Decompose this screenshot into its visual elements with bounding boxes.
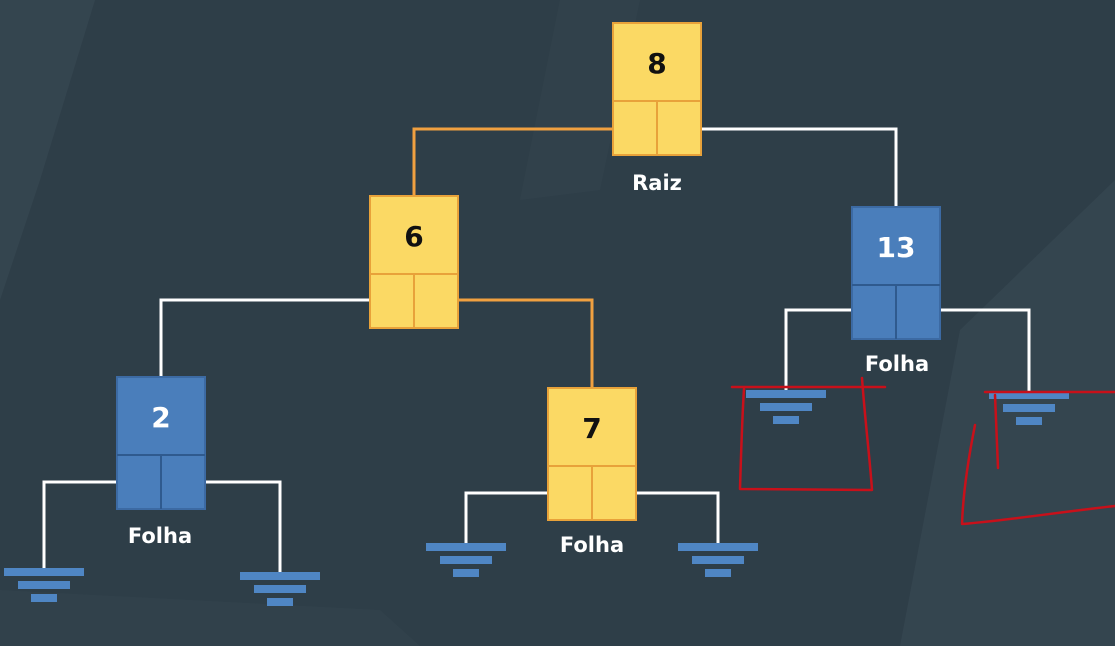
null-children [4,308,1069,606]
tree-node-6: 6 [369,195,459,329]
ground-bar-3 [1016,417,1042,425]
edge-n8-n6 [412,127,613,196]
ground-bar-1 [746,390,826,398]
node-value: 8 [647,47,666,80]
ground-bar-3 [453,569,479,577]
null-link-n2-left [42,480,117,568]
ground-bar-1 [4,568,84,576]
bg-shape-right [900,180,1115,646]
ground-bar-3 [267,598,293,606]
ground-bar-1 [989,391,1069,399]
ground-bar-2 [760,403,812,411]
ground-bar-2 [254,585,306,593]
ground-bar-1 [240,572,320,580]
edges [159,127,898,388]
null-link-n7-right [636,491,720,543]
ground-bar-2 [1003,404,1055,412]
null-link-n13-left [784,308,852,390]
null-child-n13-left [746,308,852,424]
annotation-box [730,376,887,492]
ground-bar-1 [678,543,758,551]
edge-n8-n13 [701,127,898,207]
ground-bar-3 [773,416,799,424]
ground-bar-3 [31,594,57,602]
null-link-n13-right [940,308,1031,391]
bg-shape-center [520,0,640,200]
ground-bar-3 [705,569,731,577]
null-child-n2-right [205,480,320,606]
node-label: Raiz [632,171,682,195]
node-value: 7 [582,412,601,445]
annotation-stroke [960,390,1115,526]
node-label: Folha [128,524,192,548]
ground-bar-2 [18,581,70,589]
null-child-n7-left [426,491,548,577]
ground-bar-2 [692,556,744,564]
null-child-n2-left [4,480,117,602]
edge-n6-n7 [458,298,594,388]
bg-shape-left [0,0,95,300]
null-child-n13-right [940,308,1069,425]
null-link-n2-right [205,480,282,572]
node-value: 6 [404,220,423,253]
edge-n6-n2 [159,298,370,377]
node-value: 2 [151,401,170,434]
node-value: 13 [877,231,916,264]
ground-bar-1 [426,543,506,551]
null-child-n7-right [636,491,758,577]
node-label: Folha [560,533,624,557]
annotations [730,376,1115,526]
node-label: Folha [865,352,929,376]
bg-shape-bottom [0,590,420,646]
null-link-n7-left [464,491,548,543]
ground-bar-2 [440,556,492,564]
